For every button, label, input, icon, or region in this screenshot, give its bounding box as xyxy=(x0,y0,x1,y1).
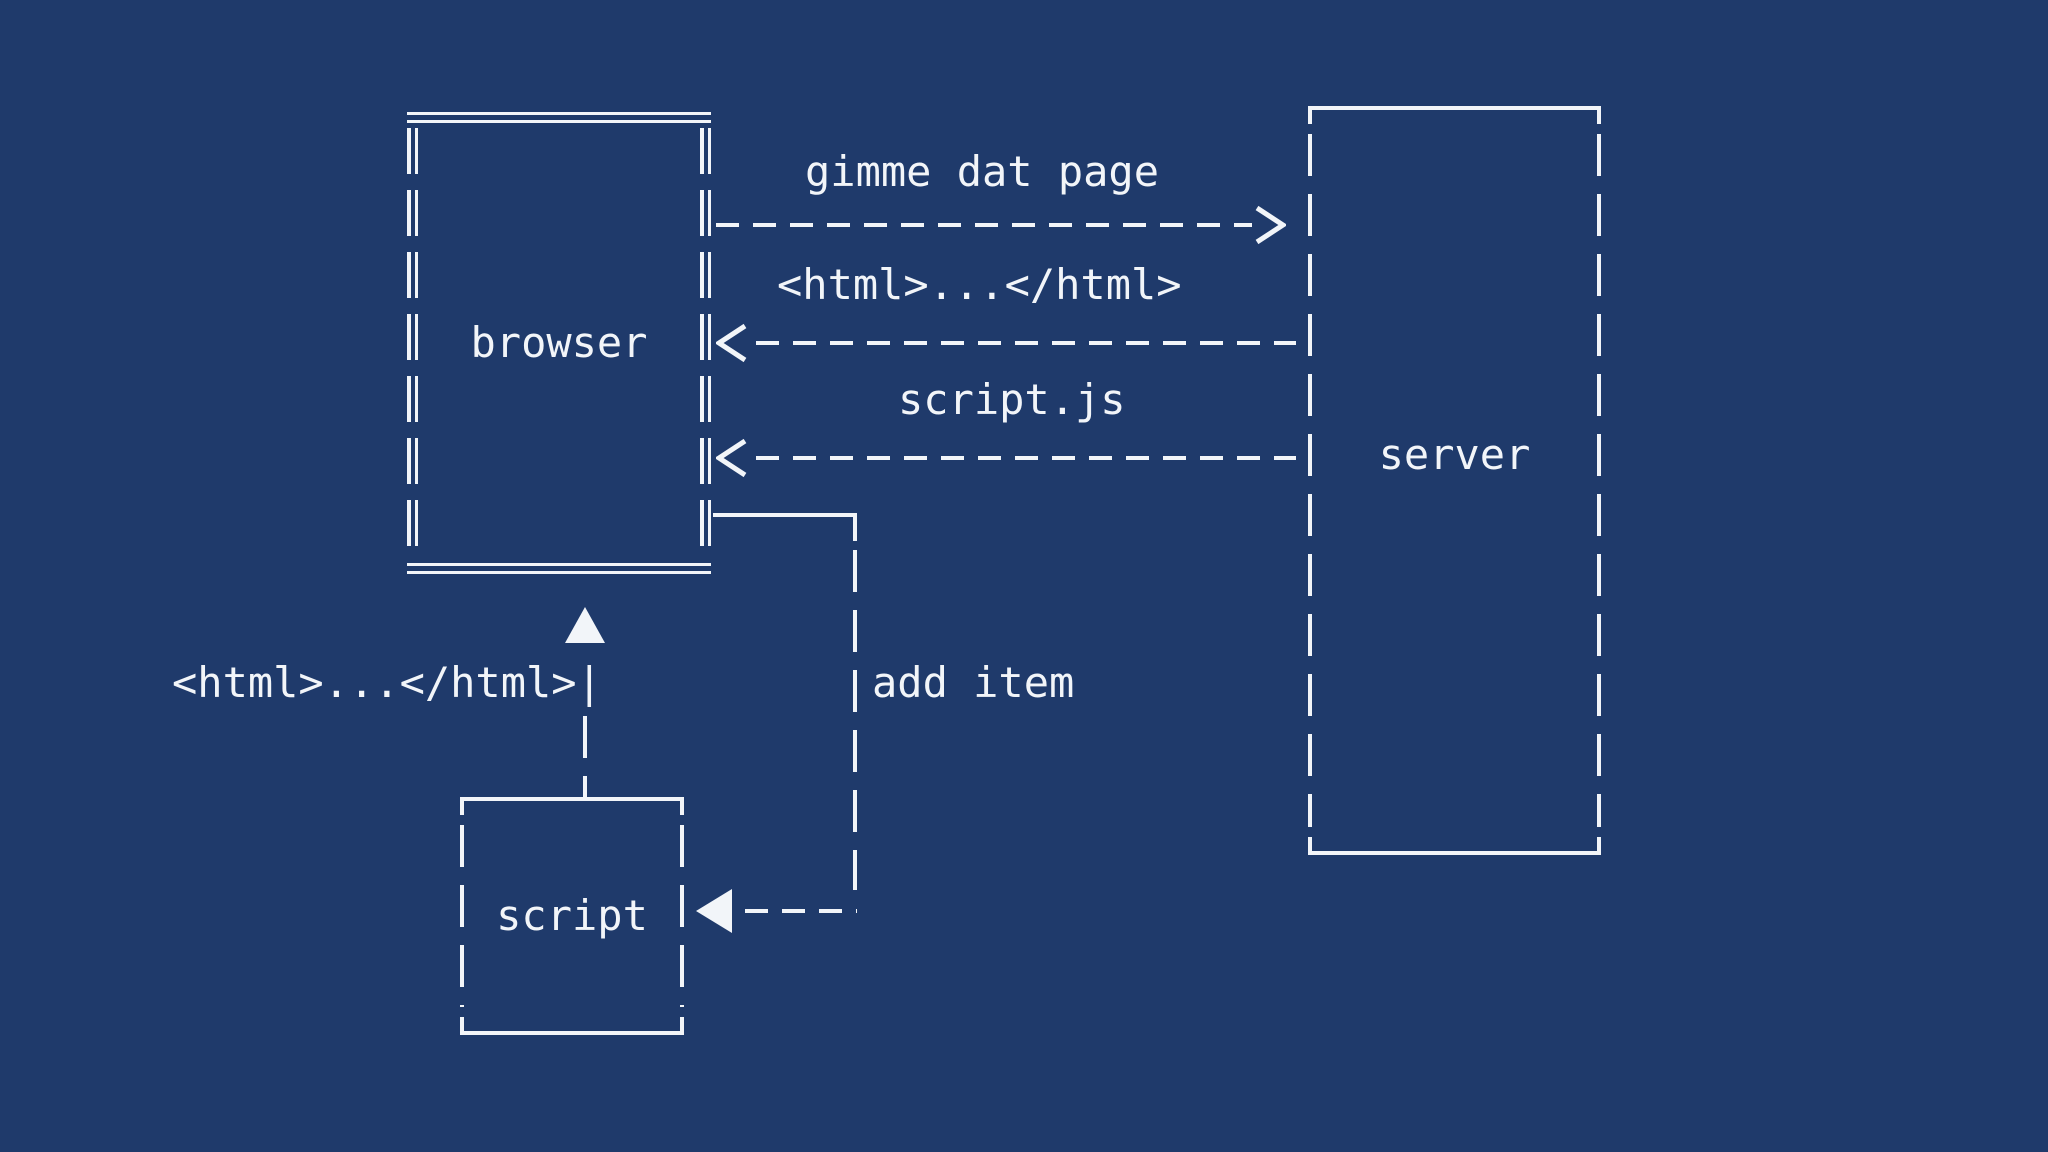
server-box-border-left xyxy=(1308,134,1312,827)
response-html-label: <html>...</html> xyxy=(777,260,1182,309)
chevron-right-icon xyxy=(1254,205,1286,245)
script-box: script xyxy=(460,797,684,1035)
browser-label: browser xyxy=(470,318,648,367)
server-label: server xyxy=(1378,430,1531,479)
response-html-arrow-line xyxy=(756,341,1296,345)
add-item-label: add item xyxy=(872,658,1075,707)
chevron-left-icon xyxy=(716,323,748,363)
add-item-connector-corner xyxy=(853,513,857,541)
server-box-border-top xyxy=(1308,106,1601,124)
request-page-label: gimme dat page xyxy=(805,147,1160,196)
response-scriptjs-label: script.js xyxy=(898,375,1126,424)
add-item-connector-horizontal xyxy=(713,513,857,517)
server-box-border-right xyxy=(1597,134,1601,827)
triangle-up-icon xyxy=(565,607,605,643)
script-label: script xyxy=(496,891,648,940)
browser-box-border-left-inner xyxy=(414,128,418,558)
browser-box-border-bottom xyxy=(407,563,711,574)
add-item-connector-vertical xyxy=(853,550,857,890)
triangle-left-icon xyxy=(696,889,732,933)
script-box-border-top xyxy=(460,797,684,815)
script-box-border-left xyxy=(460,825,464,1007)
script-box-border-right xyxy=(680,825,684,1007)
browser-box: browser xyxy=(407,112,711,574)
response-scriptjs-arrow-line xyxy=(756,456,1296,460)
request-page-arrow-line xyxy=(716,223,1252,227)
chevron-left-icon xyxy=(716,438,748,478)
browser-box-border-left-outer xyxy=(407,128,411,558)
return-html-line xyxy=(583,716,587,797)
browser-box-border-right-outer xyxy=(707,128,711,558)
server-box: server xyxy=(1308,106,1601,855)
script-box-border-bottom xyxy=(460,1017,684,1035)
server-box-border-bottom xyxy=(1308,837,1601,855)
return-html-label: <html>...</html>| xyxy=(172,658,602,707)
add-item-arrow-line xyxy=(745,909,857,913)
browser-box-border-top xyxy=(407,112,711,123)
browser-box-border-right-inner xyxy=(700,128,704,558)
